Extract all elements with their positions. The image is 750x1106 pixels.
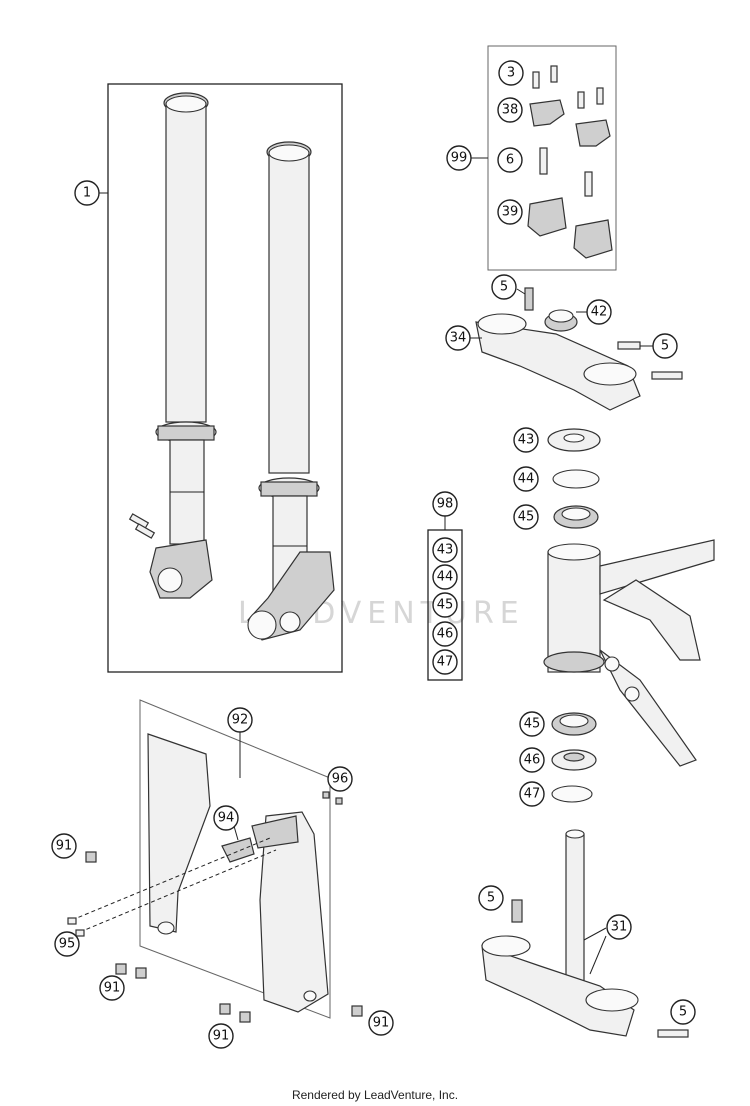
callout-5-side: 5 [652, 333, 678, 359]
kit-item-46: 46 [432, 621, 458, 647]
fork-leg-right [247, 141, 335, 641]
callout-44: 44 [513, 466, 539, 492]
svg-text:98: 98 [437, 497, 454, 512]
svg-text:34: 34 [450, 331, 467, 346]
callout-5-lower: 5 [478, 885, 504, 911]
frame-head-tube [543, 539, 715, 767]
svg-text:1: 1 [83, 186, 91, 201]
svg-text:5: 5 [661, 339, 669, 354]
svg-text:42: 42 [591, 305, 608, 320]
callout-91-bottom: 91 [208, 1023, 234, 1049]
svg-text:5: 5 [679, 1005, 687, 1020]
bearing-parts-upper [547, 428, 601, 529]
callout-46: 46 [519, 747, 545, 773]
callout-42: 42 [586, 299, 612, 325]
svg-text:94: 94 [218, 811, 235, 826]
callout-95: 95 [54, 931, 80, 957]
callout-94: 94 [213, 805, 239, 831]
callout-1: 1 [74, 180, 100, 206]
svg-text:47: 47 [437, 655, 454, 670]
callout-38: 38 [497, 97, 523, 123]
kit-item-47: 47 [432, 649, 458, 675]
svg-text:91: 91 [213, 1029, 230, 1044]
callout-43: 43 [513, 427, 539, 453]
svg-text:43: 43 [437, 543, 454, 558]
callout-47: 47 [519, 781, 545, 807]
svg-text:91: 91 [56, 839, 73, 854]
callout-45: 45 [513, 504, 539, 530]
svg-text:44: 44 [437, 570, 454, 585]
svg-text:31: 31 [611, 920, 628, 935]
fork-assembly-group [99, 83, 343, 673]
svg-text:92: 92 [232, 713, 249, 728]
svg-text:6: 6 [506, 153, 514, 168]
callout-91-right: 91 [368, 1010, 394, 1036]
svg-text:43: 43 [518, 433, 535, 448]
callout-34: 34 [445, 325, 471, 351]
hardware-kit-group [471, 45, 617, 271]
svg-text:47: 47 [524, 787, 541, 802]
svg-text:96: 96 [332, 772, 349, 787]
callout-39: 39 [497, 199, 523, 225]
bearing-kit-group [427, 516, 463, 681]
svg-text:46: 46 [524, 753, 541, 768]
callout-91-left: 91 [51, 833, 77, 859]
svg-text:44: 44 [518, 472, 535, 487]
callout-3: 3 [498, 60, 524, 86]
svg-text:45: 45 [524, 717, 541, 732]
callout-5-upper: 5 [491, 274, 517, 300]
svg-text:39: 39 [502, 205, 519, 220]
svg-text:5: 5 [500, 280, 508, 295]
svg-text:45: 45 [518, 510, 535, 525]
upper-triple-clamp [470, 287, 683, 411]
kit-item-44: 44 [432, 564, 458, 590]
bearing-parts-lower [551, 712, 597, 803]
callout-99: 99 [446, 145, 472, 171]
callout-91-lower-left: 91 [99, 975, 125, 1001]
svg-text:46: 46 [437, 627, 454, 642]
footer-credit: Rendered by LeadVenture, Inc. [291, 1088, 459, 1102]
svg-text:3: 3 [507, 66, 515, 81]
lower-triple-clamp [481, 829, 689, 1038]
callout-92: 92 [227, 707, 253, 733]
callout-98: 98 [432, 491, 458, 517]
svg-text:5: 5 [487, 891, 495, 906]
callout-5-bottom-right: 5 [670, 999, 696, 1025]
svg-text:38: 38 [502, 103, 519, 118]
callout-6: 6 [497, 147, 523, 173]
callout-31: 31 [606, 914, 632, 940]
svg-text:95: 95 [59, 937, 76, 952]
svg-text:45: 45 [437, 598, 454, 613]
svg-text:99: 99 [451, 151, 468, 166]
svg-text:91: 91 [373, 1016, 390, 1031]
svg-text:91: 91 [104, 981, 121, 996]
fork-assembly-box [107, 83, 343, 673]
fork-leg-left [128, 92, 217, 599]
callout-96: 96 [327, 766, 353, 792]
fork-guards-group [67, 699, 363, 1023]
kit-item-43: 43 [432, 537, 458, 563]
callout-45-lower: 45 [519, 711, 545, 737]
kit-item-45: 45 [432, 592, 458, 618]
